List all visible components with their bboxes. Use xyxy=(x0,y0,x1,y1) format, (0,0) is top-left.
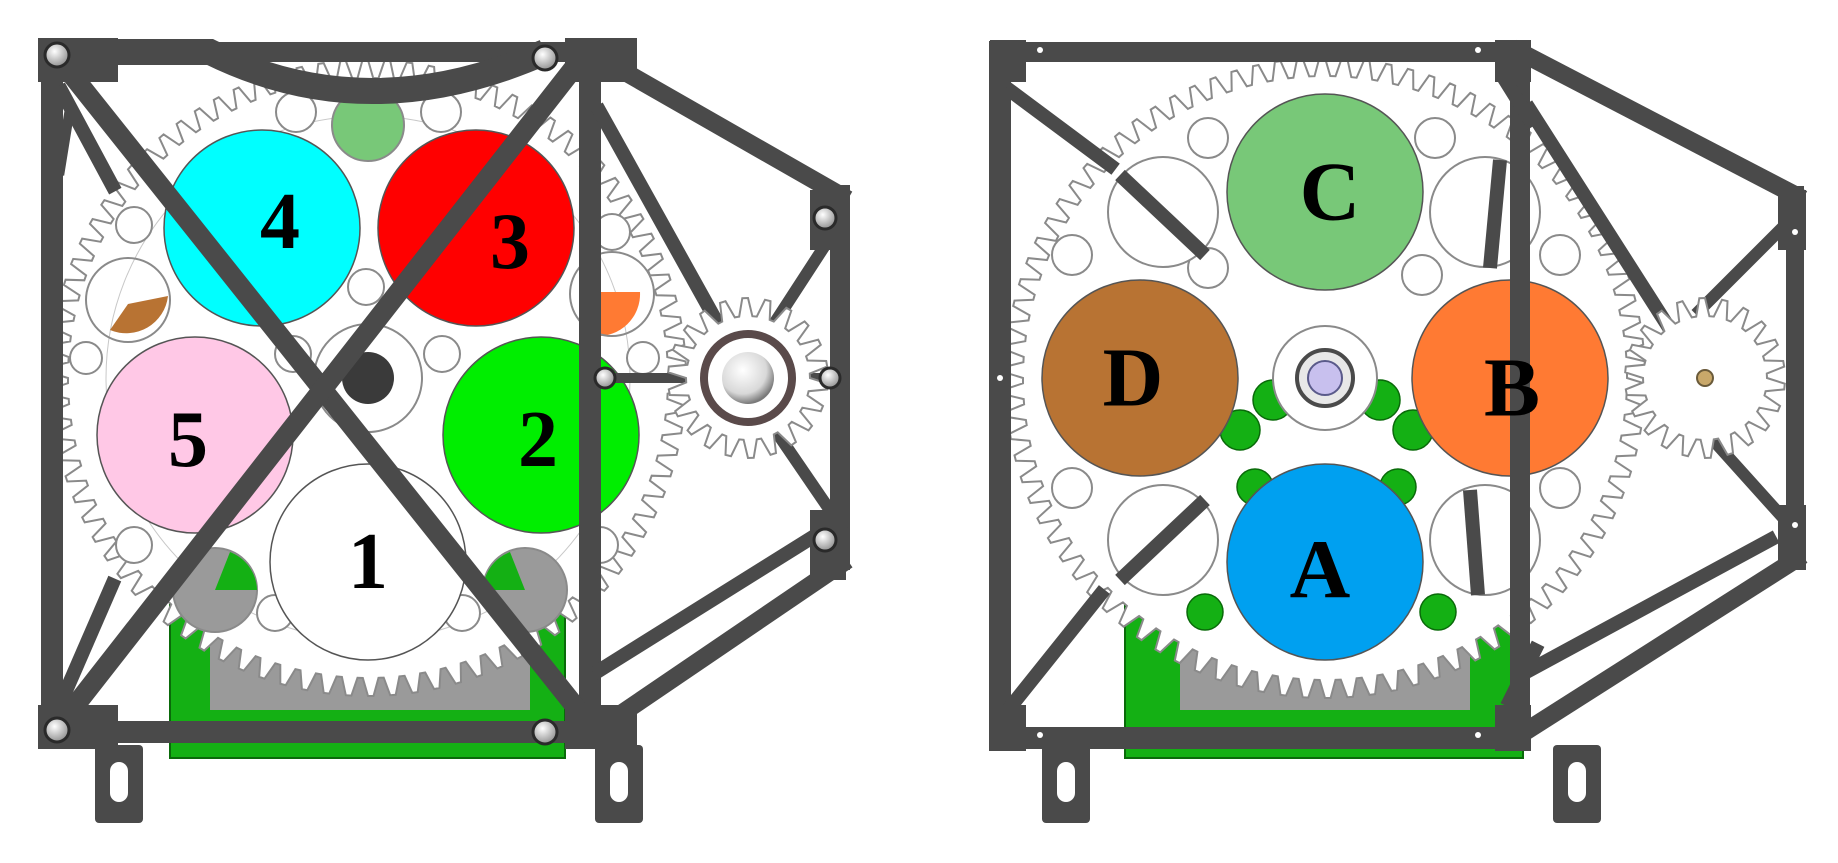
filter-2-label: 2 xyxy=(518,396,558,484)
left-assembly: 4 3 5 2 1 xyxy=(38,38,853,823)
filter-C-label: C xyxy=(1300,146,1361,239)
right-center-hub xyxy=(1307,360,1343,396)
left-hole-br-green xyxy=(483,552,525,590)
filter-A-label: A xyxy=(1290,524,1351,617)
filter-5-label: 5 xyxy=(168,396,208,484)
filter-3-label: 3 xyxy=(490,198,530,286)
left-pinion-hub xyxy=(722,352,774,404)
left-bolts xyxy=(43,41,842,746)
filter-D-disk xyxy=(1041,279,1239,477)
left-hole-right-ring xyxy=(569,251,655,337)
right-corner-blocks xyxy=(990,40,1806,751)
filter-B-label: B xyxy=(1484,342,1540,435)
left-mounting-tabs xyxy=(95,745,643,823)
filter-C-disk xyxy=(1226,93,1424,291)
right-hole-stripes xyxy=(1115,159,1507,596)
right-mounting-tabs xyxy=(1042,745,1601,823)
filter-1-label: 1 xyxy=(348,518,388,606)
left-center-hub xyxy=(342,352,394,404)
filter-A-disk xyxy=(1226,463,1424,661)
filter-3-disk xyxy=(377,129,575,327)
left-hole-left-ring xyxy=(85,257,171,343)
left-hole-brown xyxy=(110,296,168,334)
right-frame-dots xyxy=(997,47,1798,738)
left-small-holes xyxy=(69,91,660,632)
filter-4-label: 4 xyxy=(260,178,300,266)
filter-D-label: D xyxy=(1103,332,1164,425)
right-assembly: C D B A xyxy=(989,39,1808,823)
right-frame xyxy=(989,39,1808,751)
left-hole-bl-green xyxy=(215,552,257,590)
left-top-bracket xyxy=(90,39,551,104)
left-hole-orange xyxy=(595,292,641,337)
right-pinion-hub xyxy=(1696,369,1714,387)
